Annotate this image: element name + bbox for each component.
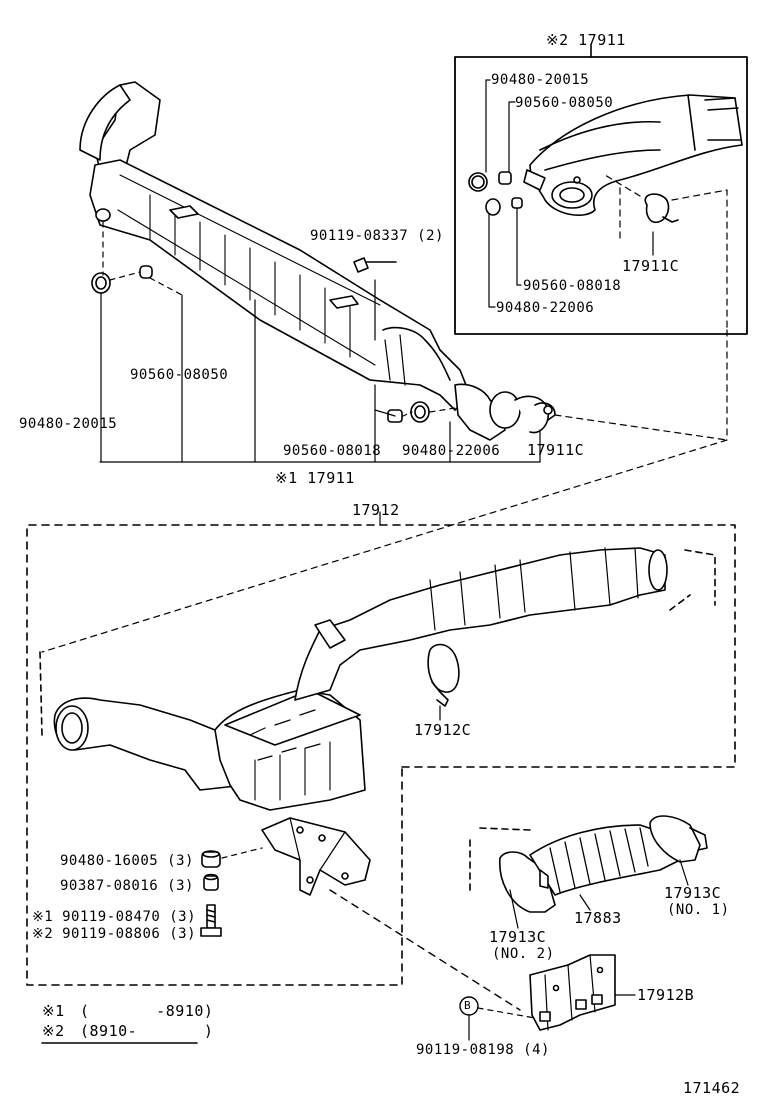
inset-box (454, 44, 748, 335)
upper-part-label-90119-08337: 90119-08337 (2) (310, 228, 444, 244)
inset-leader-lines (485, 79, 728, 331)
bracket-17912b-drawing (459, 954, 636, 1041)
inset-part-label-90480-20015: 90480-20015 (491, 72, 590, 88)
legend-range-1: ( -8910) (80, 1002, 214, 1020)
mount-part-label-90119-08470: ※1 90119-08470 (3) (32, 909, 197, 925)
inset-part-label-90560-08018: 90560-08018 (523, 278, 622, 294)
upper-part-label-90560-08050: 90560-08050 (130, 367, 229, 383)
inset-part-label-90480-22006: 90480-22006 (496, 300, 595, 316)
inset-part-label-90560-08050: 90560-08050 (515, 95, 614, 111)
upper-part-label-90560-08018: 90560-08018 (283, 443, 382, 459)
inset-assembly-label: ※2 17911 (546, 31, 626, 49)
clamp-17912c-label: 17912C (414, 721, 472, 739)
upper-assembly-label: ※1 17911 (275, 469, 355, 487)
upper-part-label-17911c: 17911C (527, 441, 585, 459)
diagram-id: 171462 (683, 1079, 741, 1097)
mount-small-parts (200, 847, 521, 1011)
upper-pipe-drawing (79, 81, 556, 441)
upper-leader-lines (41, 221, 728, 653)
upper-part-label-90480-20015: 90480-20015 (19, 416, 118, 432)
clamp-17912c-drawing (427, 643, 460, 721)
clamp-17913c-no1-note: (NO. 1) (667, 902, 730, 918)
lower-assembly-label: 17912 (352, 501, 400, 519)
bracket-17912b-label: 17912B (637, 986, 695, 1004)
lower-pipe-drawing (39, 547, 716, 811)
mount-part-label-90480-16005: 90480-16005 (3) (60, 853, 194, 869)
inset-part-label-17911c: 17911C (622, 257, 680, 275)
inset-pipe-drawing (523, 94, 743, 224)
legend-mark-2: ※2 (42, 1022, 65, 1040)
insulator-17883-drawing (469, 815, 708, 929)
mount-part-label-90119-08806: ※2 90119-08806 (3) (32, 926, 197, 942)
bracket-bolt-label-90119-08198: 90119-08198 (4) (416, 1042, 550, 1058)
upper-part-label-90480-22006: 90480-22006 (402, 443, 501, 459)
clamp-17913c-no1-label: 17913C (664, 884, 722, 902)
clamp-17913c-no2-note: (NO. 2) (492, 946, 555, 962)
upper-small-parts (91, 257, 430, 423)
inset-grommets (468, 171, 523, 216)
mount-part-label-90387-08016: 90387-08016 (3) (60, 878, 194, 894)
legend-mark-1: ※1 (42, 1002, 65, 1020)
insulator-part-label-17883: 17883 (574, 909, 622, 927)
mount-bracket-drawing (261, 817, 371, 896)
legend-range-2: (8910- ) (80, 1022, 214, 1040)
bolt-marker-b: B (464, 999, 472, 1012)
clamp-17913c-no2-label: 17913C (489, 928, 547, 946)
